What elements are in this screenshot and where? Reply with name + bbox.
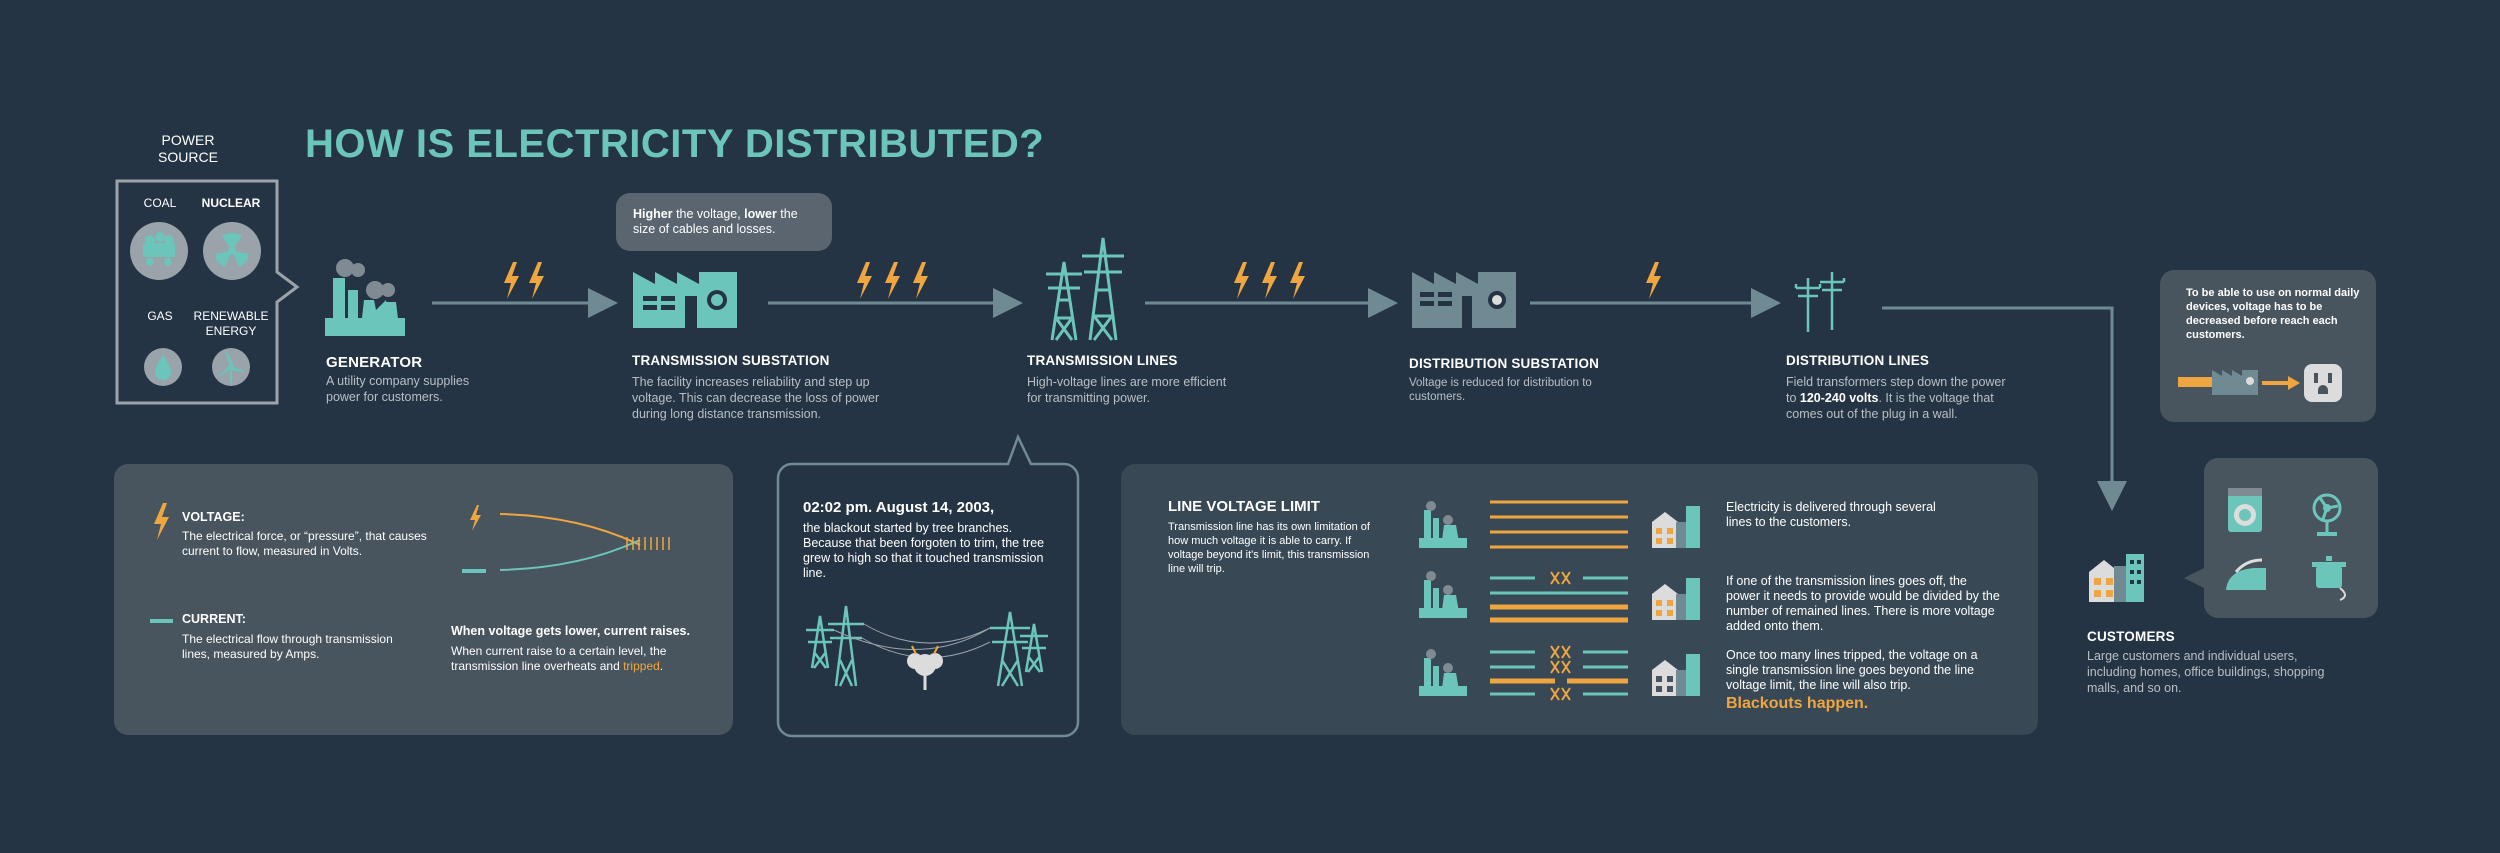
transmission-tower-icon — [806, 605, 1048, 687]
transmission-substation-title: TRANSMISSION SUBSTATION — [632, 353, 830, 368]
blackouts-happen: Blackouts happen. — [1726, 695, 1869, 712]
tree-icon — [907, 645, 943, 690]
customers-icon — [1652, 578, 1700, 620]
limit-desc: Transmission line has its own limitation… — [1168, 521, 1370, 575]
lightning-icon — [529, 262, 544, 299]
distribution-substation-title: DISTRIBUTION SUBSTATION — [1409, 356, 1600, 371]
limit-row1-text: Electricity is delivered through several… — [1726, 500, 1936, 529]
blackout-desc: the blackout started by tree branches. B… — [803, 521, 1045, 580]
distribution-substation-icon — [1412, 272, 1516, 328]
tripped-highlight: tripped — [623, 659, 660, 673]
distribution-lines-title: DISTRIBUTION LINES — [1786, 353, 1930, 368]
overheat-ticks — [626, 537, 670, 550]
generator-desc: A utility company supplies power for cus… — [326, 374, 470, 404]
lightning-icon — [1646, 262, 1661, 299]
customer-note-text: To be able to use on normal daily device… — [2186, 287, 2360, 341]
transmission-substation-desc: The facility increases reliability and s… — [632, 375, 880, 421]
distribution-pole-icon — [1794, 272, 1846, 332]
lightning-icon — [470, 505, 481, 531]
generator-icon — [1419, 649, 1467, 696]
limit-title: LINE VOLTAGE LIMIT — [1168, 498, 1320, 515]
callout-text: the size of cables and losses. — [633, 207, 798, 236]
callout-lower: lower — [744, 207, 777, 221]
distribution-lines-desc: Field transformers step down the power t… — [1786, 374, 2008, 422]
fan-icon — [2312, 493, 2342, 536]
distribution-lines-voltage: 120-240 volts — [1799, 391, 1879, 405]
lightning-icon — [913, 262, 928, 299]
lightning-icon — [885, 262, 900, 299]
lightning-icon — [857, 262, 872, 299]
power-source-nuclear-label: NUCLEAR — [201, 196, 261, 210]
generator-icon — [325, 259, 405, 336]
voltage-callout-text: Higher the voltage, lower the size of ca… — [633, 207, 821, 237]
lightning-icon — [1234, 262, 1249, 299]
relation-title: When voltage gets lower, current raises. — [451, 624, 690, 638]
lightning-icon — [1290, 262, 1305, 299]
lightning-icon — [1262, 262, 1277, 299]
power-source-gas-label: GAS — [147, 309, 173, 323]
power-source-heading: POWER SOURCE — [158, 132, 218, 165]
generator-icon — [1419, 571, 1467, 618]
break-icon — [1550, 571, 1571, 585]
lightning-icon — [504, 262, 519, 299]
iron-icon — [2226, 558, 2266, 590]
limit-row3-text: Once too many lines tripped, the voltage… — [1726, 648, 1978, 692]
page-title: HOW IS ELECTRICITY DISTRIBUTED? — [305, 122, 1045, 166]
callout-text: the voltage, — [672, 207, 745, 221]
distribution-lines-desc-text: Field transformers step down the power t… — [1786, 375, 2006, 405]
power-outlet-icon — [2304, 364, 2342, 402]
voltage-callout — [616, 193, 832, 251]
arrow-to-customers — [1882, 306, 2127, 511]
distribution-substation-desc: Voltage is reduced for distribution to c… — [1409, 377, 1592, 403]
relation-desc: When current raise to a certain level, t… — [451, 644, 716, 674]
limit-row2-text: If one of the transmission lines goes of… — [1726, 574, 2000, 633]
voltage-curve — [499, 513, 641, 546]
transmission-lines-desc: High-voltage lines are more efficient fo… — [1027, 375, 1227, 405]
transmission-tower-icon — [1046, 237, 1124, 341]
washing-machine-icon — [2228, 488, 2262, 532]
customers-dark-icon — [1652, 654, 1700, 696]
customers-icon — [1652, 506, 1700, 548]
distribution-lines-desc-text: . It is the voltage that comes out of th… — [1786, 391, 1994, 421]
generator-icon — [1419, 501, 1467, 548]
relation-desc-end: . — [659, 659, 664, 673]
voltage-desc: The electrical force, or “pressure”, tha… — [182, 529, 427, 558]
lightning-icon — [154, 503, 169, 540]
relation-desc-text: When current raise to a certain level, t… — [451, 644, 667, 673]
voltage-current-panel — [114, 464, 733, 735]
generator-title: GENERATOR — [326, 354, 423, 371]
customers-desc: Large customers and individual users, in… — [2087, 649, 2325, 695]
customers-title: CUSTOMERS — [2087, 629, 2175, 644]
current-curve — [499, 539, 641, 571]
line-voltage-limit-panel — [1121, 464, 2038, 735]
pot-icon — [2312, 556, 2346, 601]
power-source-renewable-label: RENEWABLE ENERGY — [193, 309, 269, 338]
current-desc: The electrical flow through transmission… — [182, 632, 393, 661]
transmission-lines-title: TRANSMISSION LINES — [1027, 353, 1178, 368]
blackout-date: 02:02 pm. August 14, 2003, — [803, 499, 995, 516]
voltage-label: VOLTAGE: — [182, 510, 245, 524]
power-source-coal-label: COAL — [143, 196, 177, 210]
transmission-substation-icon — [633, 272, 737, 328]
current-label: CURRENT: — [182, 612, 246, 626]
callout-higher: Higher — [633, 207, 673, 221]
